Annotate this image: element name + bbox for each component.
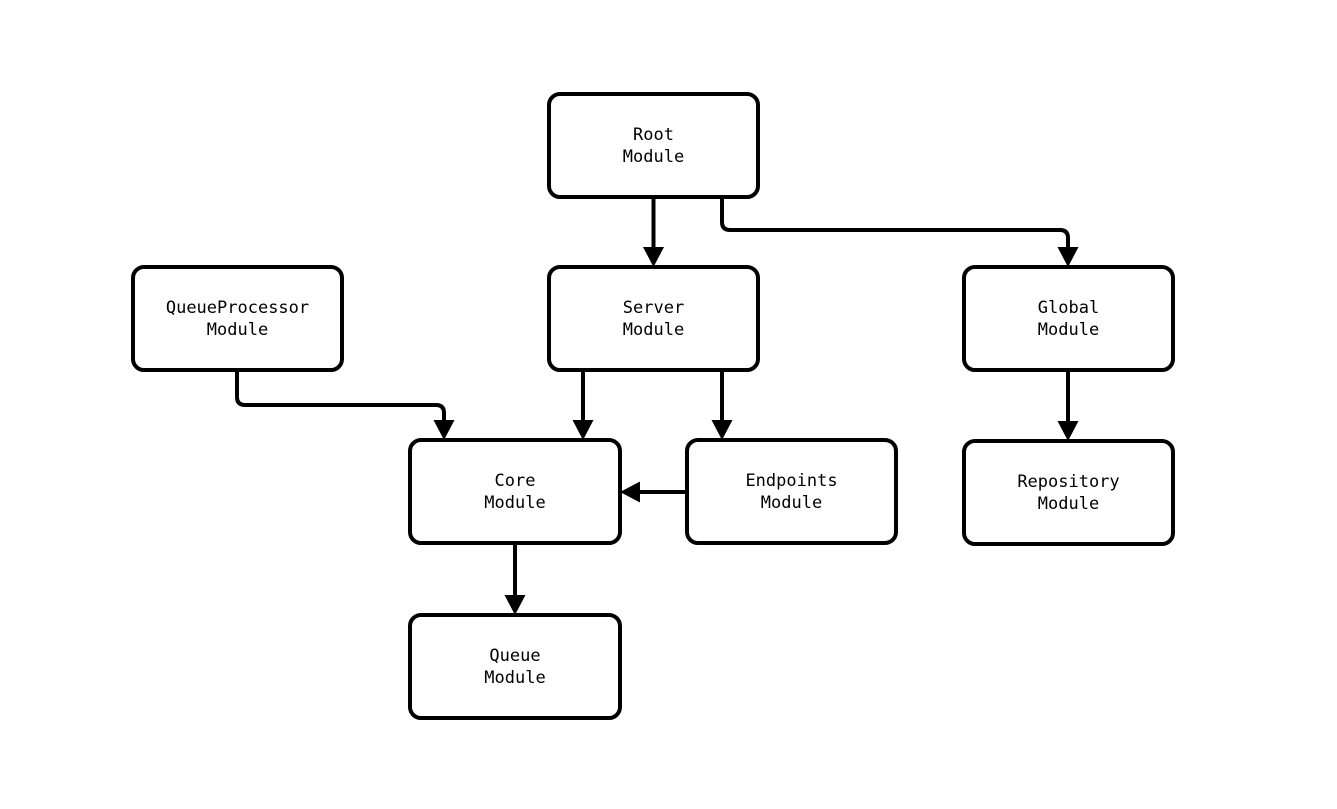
node-queue[interactable] xyxy=(408,613,622,720)
arrowhead-icon xyxy=(1057,421,1079,441)
edge-layer xyxy=(235,197,1079,615)
node-endpoints[interactable] xyxy=(685,438,898,545)
arrowhead-icon xyxy=(572,420,594,440)
node-global[interactable] xyxy=(962,265,1175,372)
edge-endpoints-to-core xyxy=(620,481,687,503)
node-core[interactable] xyxy=(408,438,622,545)
node-root[interactable] xyxy=(547,92,760,199)
edge-root-to-server xyxy=(643,197,664,267)
edge-queueprocessor-to-core xyxy=(235,370,455,440)
node-queueprocessor[interactable] xyxy=(131,265,344,372)
node-layer xyxy=(131,92,1175,720)
edge-server-to-endpoints xyxy=(711,370,733,440)
arrowhead-icon xyxy=(433,420,455,440)
edge-root-to-global xyxy=(720,197,1079,267)
arrowhead-icon xyxy=(643,247,664,267)
node-server[interactable] xyxy=(547,265,760,372)
node-repository[interactable] xyxy=(962,439,1175,546)
edge-core-to-queue xyxy=(504,543,526,615)
arrowhead-icon xyxy=(620,481,640,503)
edge-global-to-repository xyxy=(1057,370,1079,441)
arrowhead-icon xyxy=(711,420,733,440)
arrowhead-icon xyxy=(1057,247,1079,267)
arrowhead-icon xyxy=(504,595,526,615)
edge-server-to-core xyxy=(572,370,594,440)
